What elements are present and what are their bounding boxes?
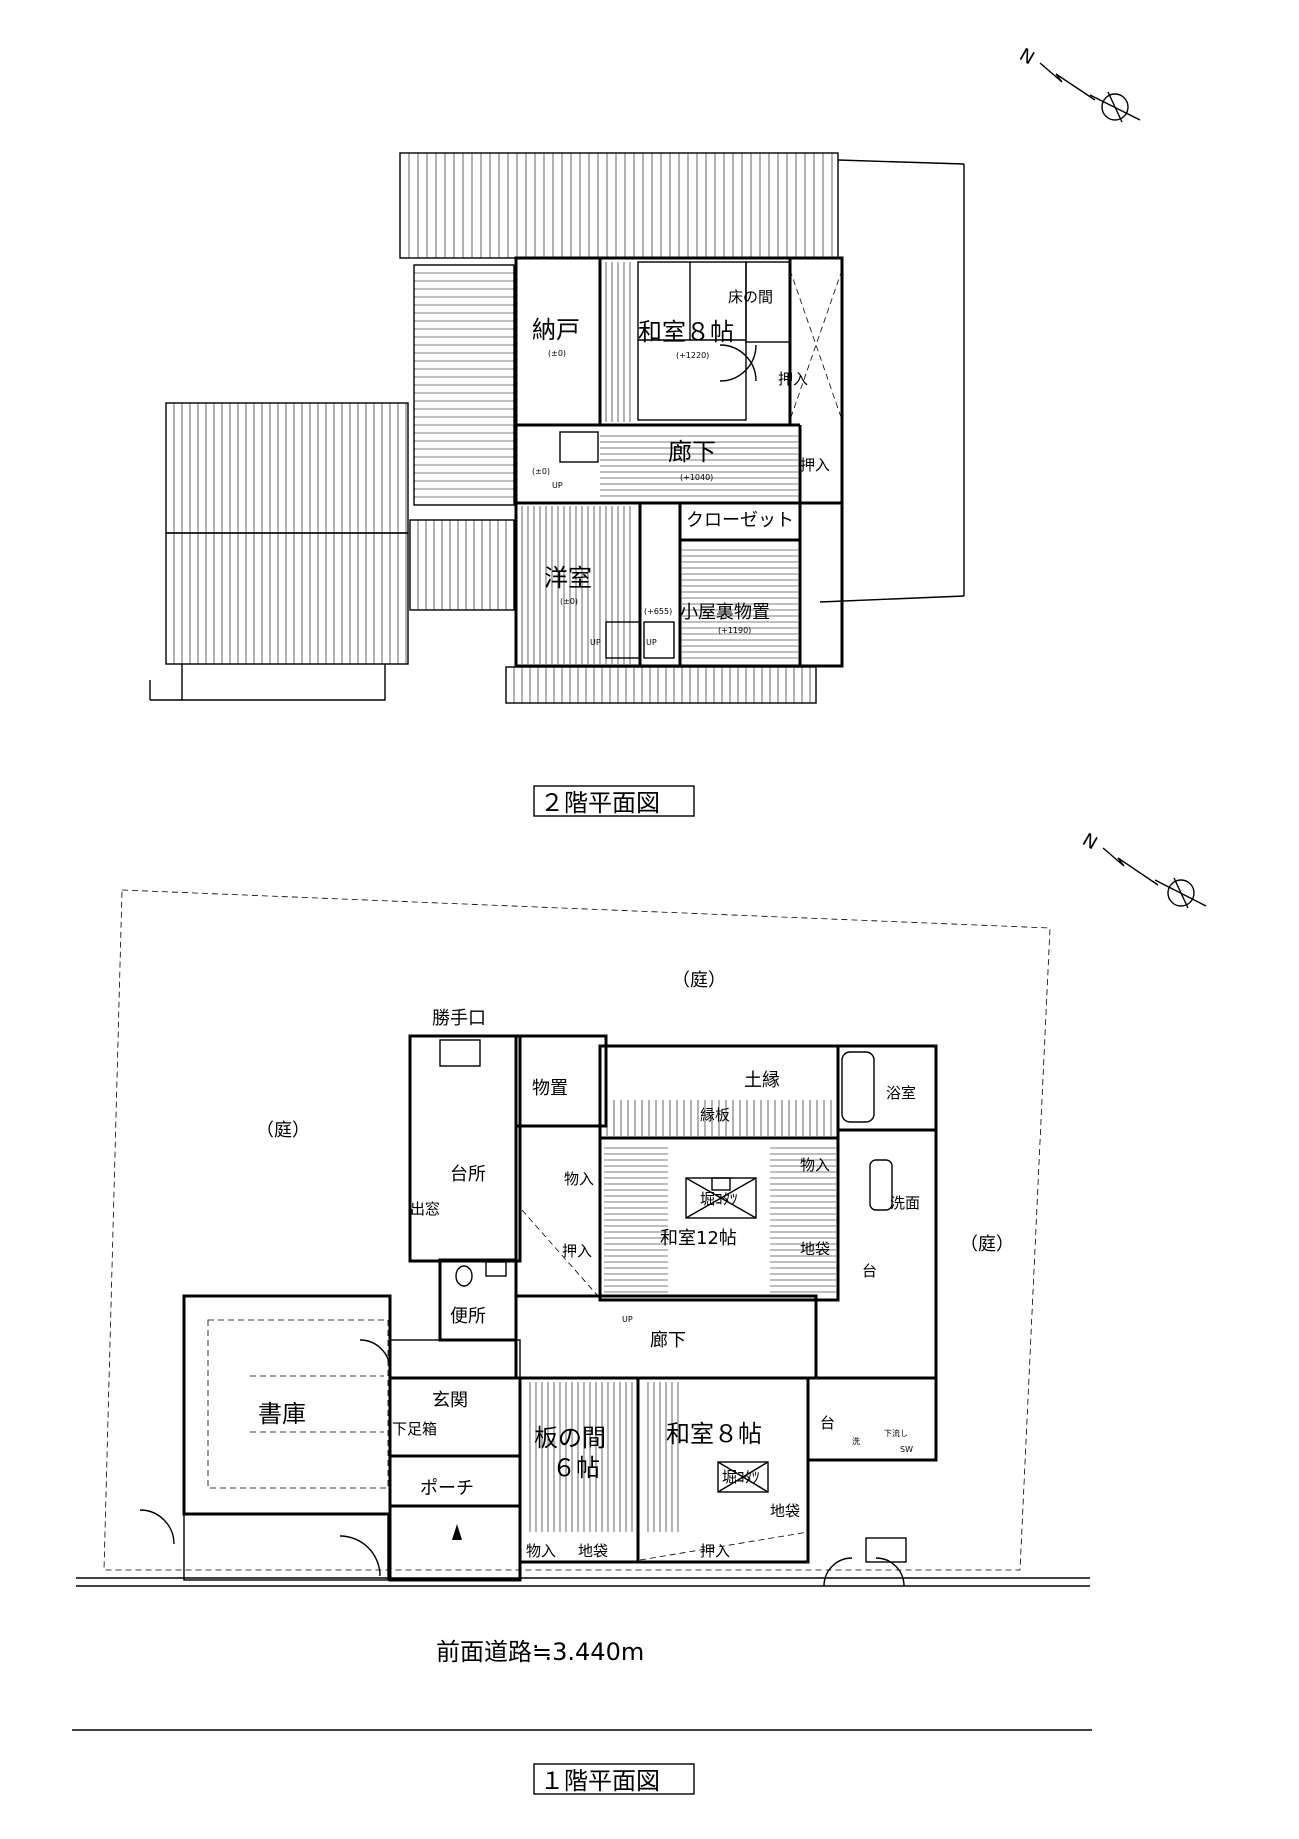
level-label: (+1040) — [680, 473, 713, 482]
level-label: (±0) — [560, 597, 578, 606]
room-label-katteguchi: 勝手口 — [432, 1008, 486, 1029]
room-label-closet: クローゼット — [686, 510, 794, 531]
room-label-koyaura: 小屋裏物置 — [680, 602, 770, 623]
room-label-monoire: 物入 — [800, 1156, 830, 1174]
room-label-genkan: 玄関 — [432, 1390, 468, 1411]
room-label-sw: SW — [900, 1445, 913, 1454]
room-label-jibukuro: 地袋 — [578, 1542, 608, 1560]
level-label: (+1190) — [718, 626, 751, 635]
stair-up-label: UP — [552, 481, 563, 490]
room-label-washitsu12: 和室12帖 — [660, 1228, 737, 1249]
label-niwa: （庭） — [672, 970, 726, 991]
north-arrow-upper-icon: N — [1016, 44, 1141, 123]
room-label-nando: 納戸 — [532, 316, 580, 344]
room-label-demado: 出窓 — [410, 1200, 440, 1218]
room-label-rouka-upper: 廊下 — [668, 438, 716, 466]
room-label-tokonoma: 床の間 — [728, 288, 773, 306]
room-label-yokushitsu: 浴室 — [886, 1084, 916, 1102]
room-label-monooki: 物置 — [532, 1078, 568, 1099]
room-label-daidokoro: 台所 — [450, 1164, 486, 1185]
room-label-dai: 台 — [862, 1262, 877, 1280]
label-niwa: （庭） — [960, 1234, 1014, 1255]
caption-frame — [533, 785, 695, 817]
front-road-label: 前面道路≒3.440m — [436, 1638, 644, 1666]
caption-upper-plan: ２階平面図 — [540, 789, 660, 817]
room-label-itanoma: 板の間 — [534, 1424, 606, 1452]
label-horikotatsu: 堀ｺﾀﾂ — [700, 1190, 738, 1208]
upper-floor-plan — [149, 152, 965, 704]
stair-up-label: UP — [622, 1315, 633, 1324]
room-label-oshiire: 押入 — [778, 370, 808, 388]
svg-text:N: N — [1079, 829, 1101, 854]
room-label-monoire: 物入 — [564, 1170, 594, 1188]
room-label-oshiire: 押入 — [562, 1242, 592, 1260]
room-label-benjo: 便所 — [450, 1306, 486, 1327]
stair-up-label: UP — [590, 638, 601, 647]
room-label-sen: 洗 — [852, 1436, 860, 1446]
room-label-shitanagashi: 下流し — [884, 1428, 908, 1438]
lower-floor-plan — [76, 889, 1090, 1587]
room-label-porch: ポーチ — [420, 1478, 474, 1499]
level-label: (+655) — [644, 607, 672, 616]
label-horikotatsu: 堀ｺﾀﾂ — [722, 1468, 760, 1486]
room-label-oshiire: 押入 — [800, 456, 830, 474]
room-label-itanoma-size: ６帖 — [552, 1454, 600, 1482]
room-label-doen: 土縁 — [744, 1070, 780, 1091]
room-label-monoire: 物入 — [526, 1542, 556, 1560]
label-niwa: （庭） — [256, 1120, 310, 1141]
level-label: (±0) — [548, 349, 566, 358]
svg-text:N: N — [1016, 44, 1038, 69]
room-label-oshiire: 押入 — [700, 1542, 730, 1560]
room-label-washitsu8-upper: 和室８帖 — [638, 318, 734, 346]
room-label-jibukuro: 地袋 — [770, 1502, 800, 1520]
room-label-getabako: 下足箱 — [392, 1420, 437, 1438]
room-label-youshitsu: 洋室 — [544, 564, 592, 592]
caption-frame — [533, 1763, 695, 1795]
room-label-dai: 台 — [820, 1414, 835, 1432]
room-label-rouka-lower: 廊下 — [650, 1330, 686, 1351]
room-label-enita: 縁板 — [700, 1106, 730, 1124]
room-label-jibukuro: 地袋 — [800, 1240, 830, 1258]
caption-lower-plan: １階平面図 — [540, 1767, 660, 1795]
room-label-shoko: 書庫 — [258, 1400, 306, 1428]
room-label-senmen: 洗面 — [890, 1194, 920, 1212]
level-label: (+1220) — [676, 351, 709, 360]
level-label: (±0) — [532, 467, 550, 476]
stair-up-label: UP — [646, 638, 657, 647]
north-arrow-lower-icon: N — [1079, 829, 1207, 909]
room-label-washitsu8-lower: 和室８帖 — [666, 1420, 762, 1448]
